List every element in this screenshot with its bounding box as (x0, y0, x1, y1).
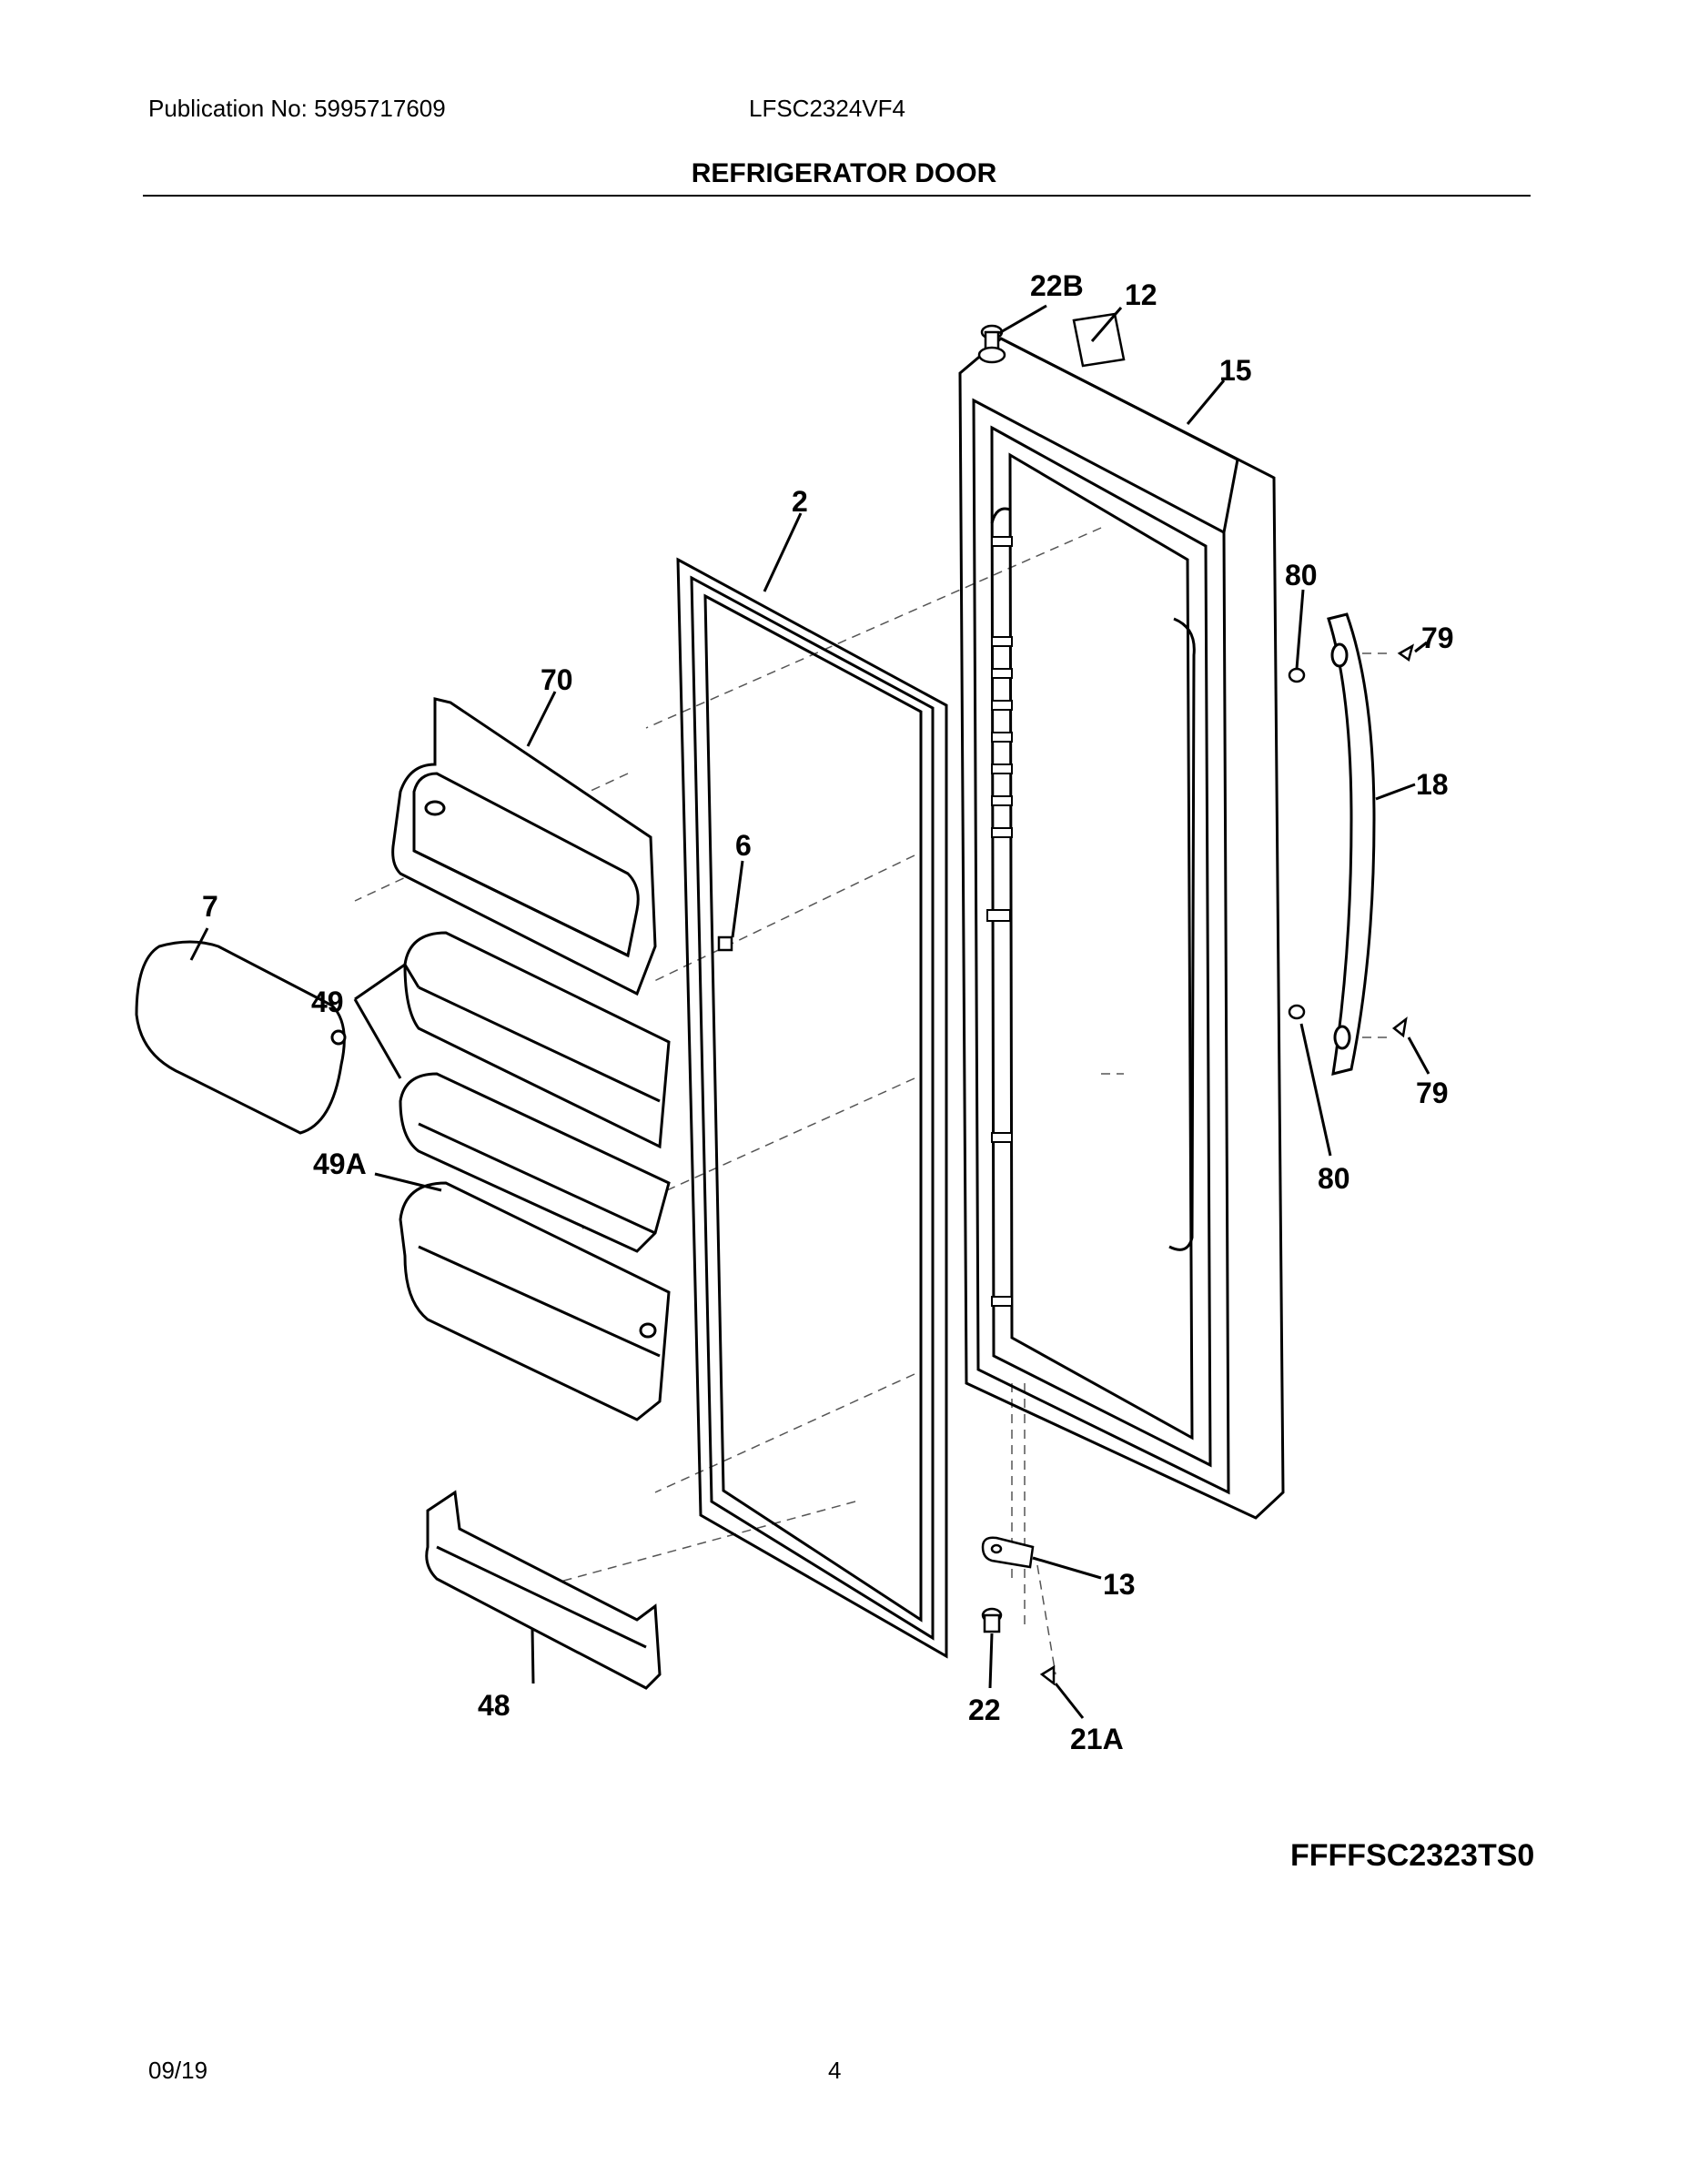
page-number: 4 (828, 2057, 842, 2084)
callout-70: 70 (541, 663, 573, 696)
callout-22b: 22B (1030, 269, 1084, 302)
callout-79-upper: 79 (1421, 622, 1454, 654)
door-bin-bottom (425, 1490, 662, 1690)
callout-49: 49 (311, 986, 344, 1018)
door-label-sticker (1072, 312, 1126, 368)
diagram-code: FFFFSC2323TS0 (1290, 1838, 1535, 1873)
door-bin-upper (403, 931, 671, 1149)
callout-48: 48 (478, 1689, 510, 1722)
callout-22: 22 (968, 1694, 1001, 1726)
publication-number: Publication No: 5995717609 (148, 95, 446, 122)
footer-date: 09/19 (148, 2057, 208, 2084)
door-outer-panel (958, 337, 1285, 1520)
door-bin-middle (399, 1072, 671, 1253)
callout-2: 2 (792, 485, 808, 518)
small-hardware (717, 643, 1414, 1686)
callout-13: 13 (1103, 1568, 1136, 1601)
callout-7: 7 (202, 890, 218, 923)
callout-49a: 49A (313, 1148, 367, 1180)
callout-18: 18 (1416, 768, 1449, 801)
callout-80-upper: 80 (1285, 559, 1318, 592)
callout-12: 12 (1125, 278, 1157, 311)
model-number: LFSC2324VF4 (749, 95, 905, 122)
dairy-door (135, 940, 347, 1135)
door-bin-lower (399, 1181, 671, 1421)
callout-15: 15 (1219, 354, 1252, 387)
door-gasket (676, 557, 948, 1659)
callout-79-lower: 79 (1416, 1077, 1449, 1109)
callout-80-lower: 80 (1318, 1162, 1350, 1195)
door-shelf-clips (986, 536, 1013, 1307)
header-rule (143, 195, 1531, 197)
callout-21a: 21A (1070, 1723, 1124, 1755)
callout-leaders (189, 304, 1430, 1719)
section-title: REFRIGERATOR DOOR (691, 158, 997, 188)
callout-6: 6 (735, 829, 752, 862)
dairy-compartment (391, 697, 657, 996)
assembly-lines (354, 527, 1392, 1675)
door-handle (1327, 612, 1376, 1077)
